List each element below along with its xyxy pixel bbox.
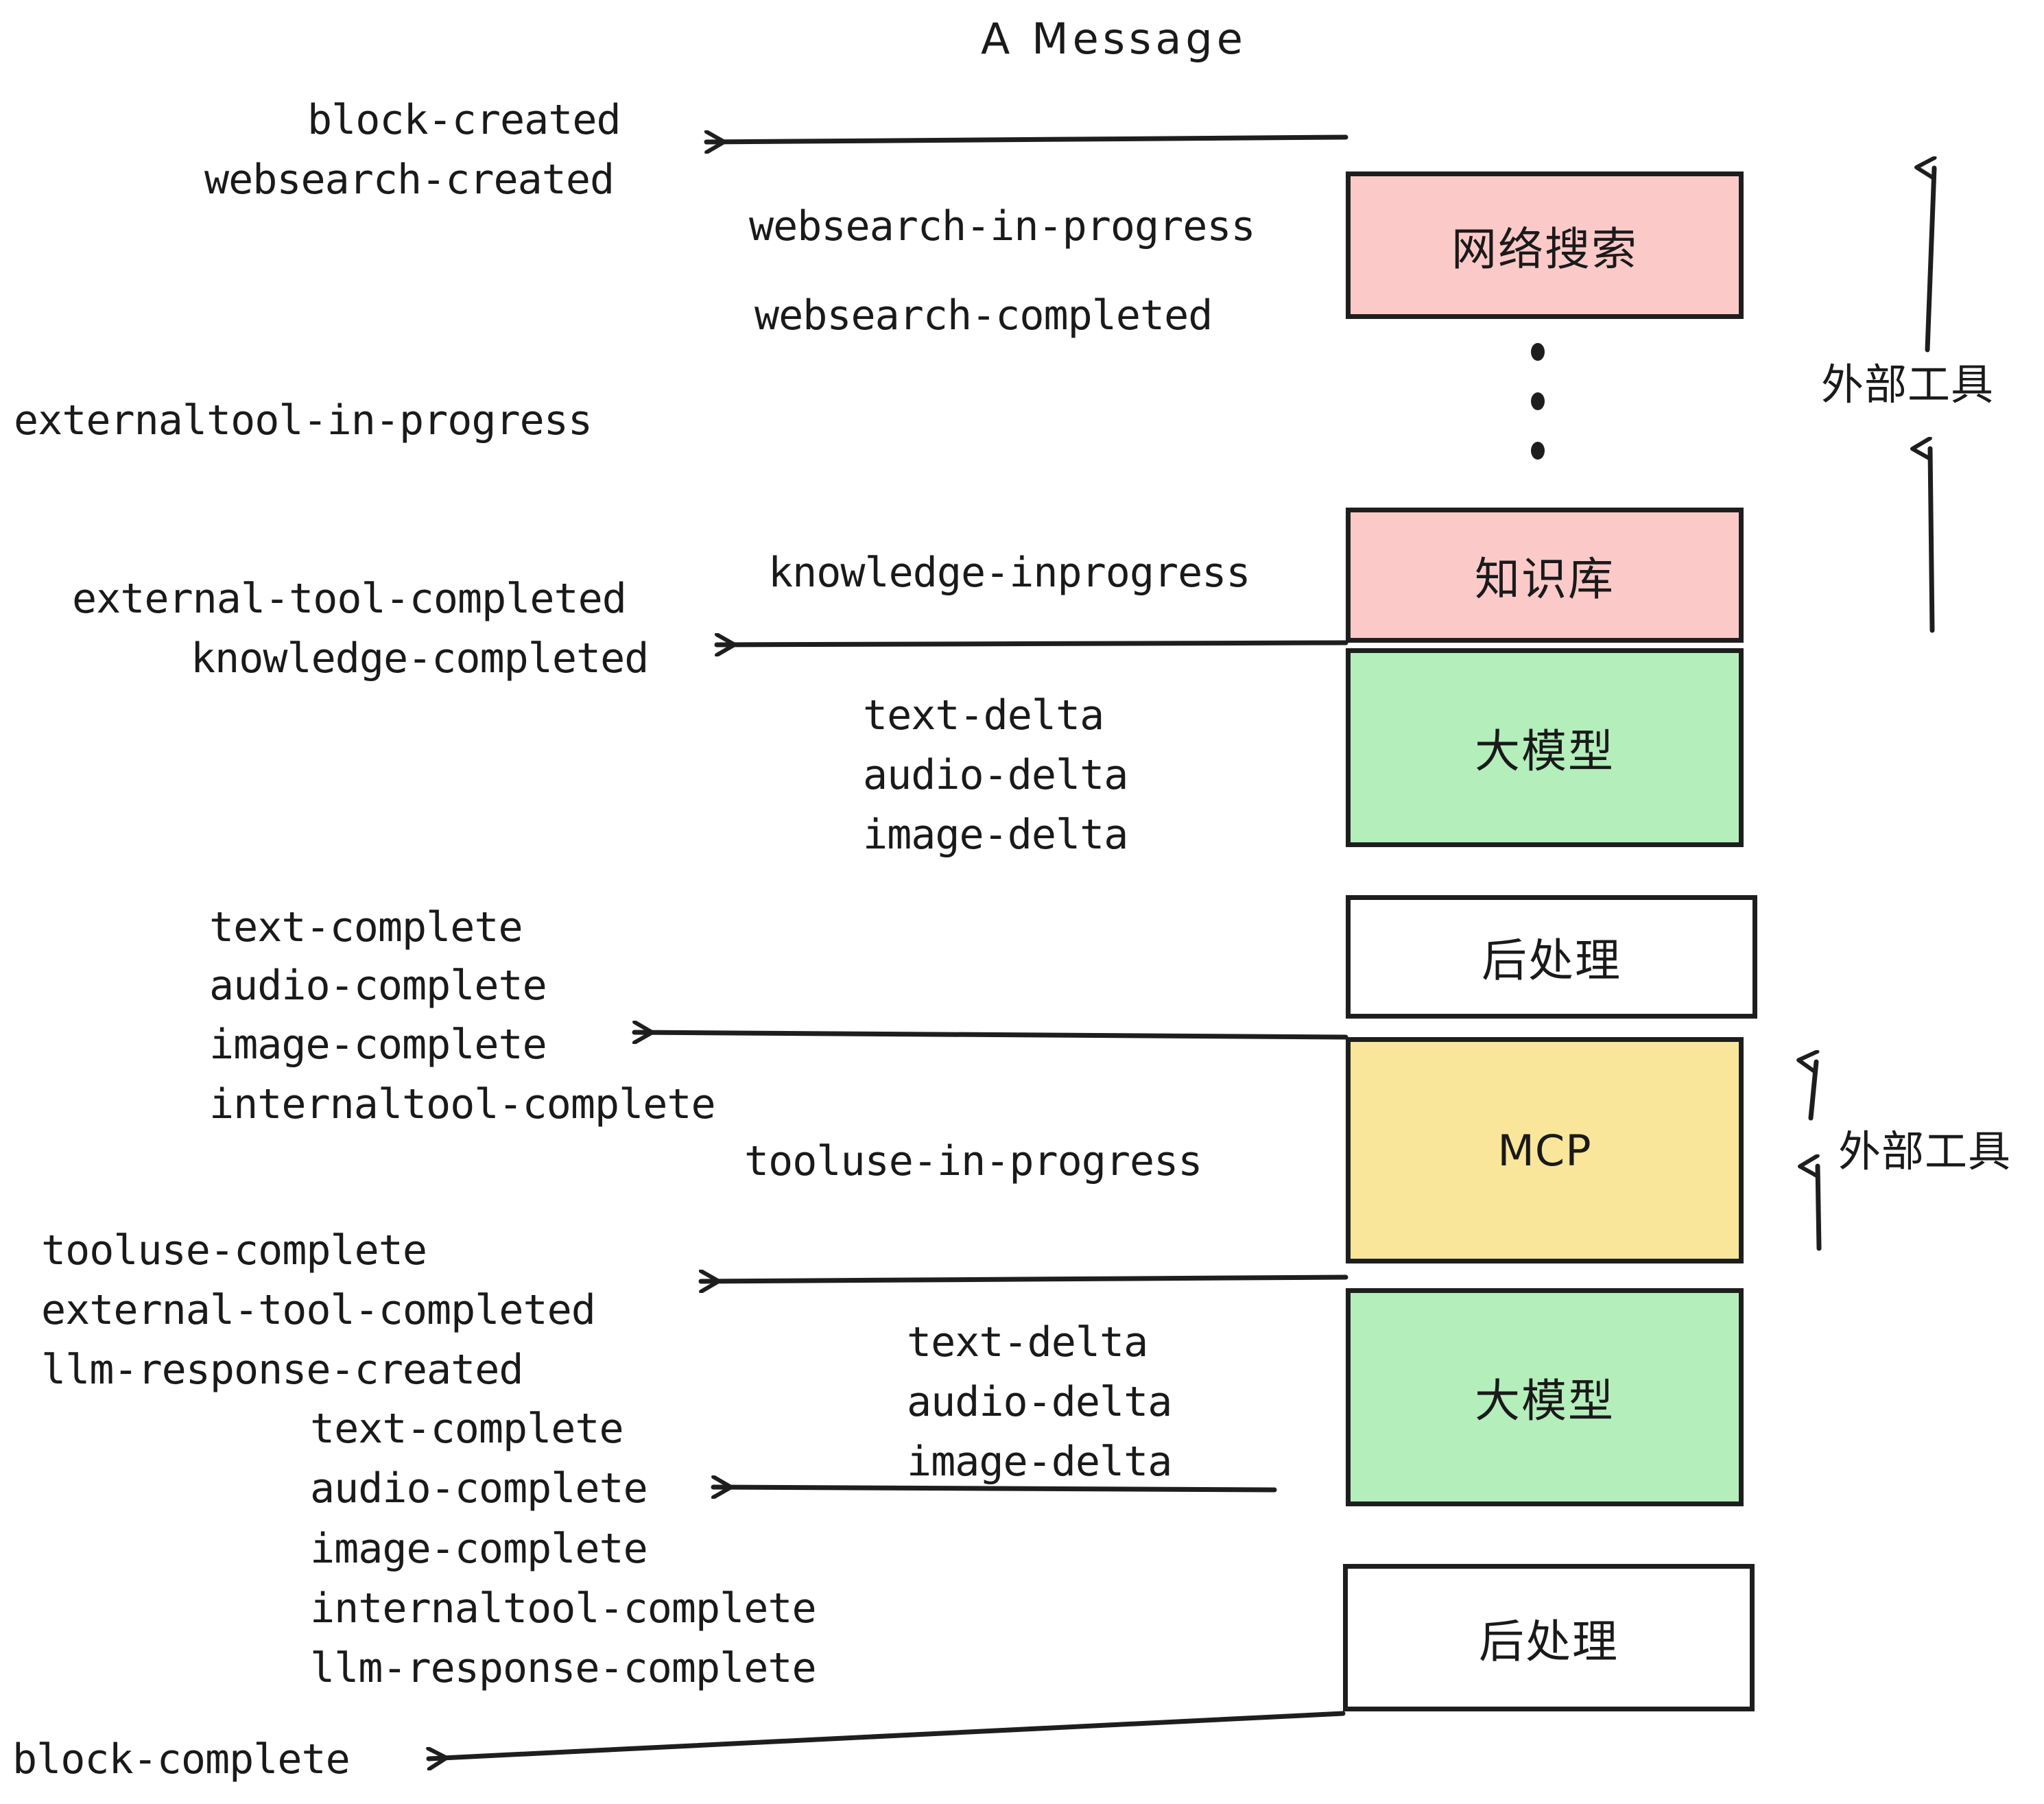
arrow-llm-to-audio-complete	[711, 1487, 1277, 1490]
event-tooluse-complete: tooluse-complete	[41, 1226, 427, 1274]
event-audio-delta-1: audio-delta	[863, 751, 1128, 799]
arrow-post-to-image-complete	[632, 1032, 1348, 1037]
box-llm-bottom-label: 大模型	[1475, 1375, 1615, 1427]
box-postprocess-bottom[interactable]: 后处理	[1343, 1564, 1755, 1711]
box-mcp[interactable]: MCP	[1346, 1037, 1744, 1263]
event-internaltool-complete-1: internaltool-complete	[209, 1080, 716, 1128]
event-text-delta-2: text-delta	[907, 1318, 1148, 1366]
arrow-post-to-block-complete	[429, 1711, 1346, 1759]
box-postprocess-top[interactable]: 后处理	[1346, 895, 1757, 1019]
event-text-complete-1: text-complete	[209, 903, 523, 951]
event-image-delta-1: image-delta	[863, 811, 1128, 859]
event-tooluse-in-progress: tooluse-in-progress	[744, 1137, 1202, 1185]
arrow-external-tools-bottom-up	[1811, 1062, 1816, 1121]
event-text-delta-1: text-delta	[863, 691, 1104, 739]
event-block-created: block-created	[307, 96, 621, 144]
arrow-external-tools-bottom-down	[1818, 1166, 1822, 1251]
side-label-external-tools-top: 外部工具	[1821, 359, 1995, 410]
event-text-complete-2: text-complete	[310, 1405, 624, 1453]
box-knowledge[interactable]: 知识库	[1346, 508, 1744, 643]
dot	[1531, 392, 1545, 410]
box-llm-top-label: 大模型	[1475, 725, 1615, 778]
event-image-complete-2: image-complete	[310, 1525, 648, 1573]
box-websearch-label: 网络搜索	[1451, 222, 1638, 276]
ellipsis-dots	[1531, 343, 1545, 491]
arrow-websearch-to-created	[704, 137, 1348, 142]
dot	[1531, 343, 1545, 361]
arrow-mcp-to-tooluse-complete	[698, 1277, 1348, 1281]
arrow-external-tools-top-down	[1930, 449, 1935, 633]
arrow-external-tools-top-up	[1927, 168, 1934, 353]
event-block-complete: block-complete	[12, 1735, 350, 1783]
box-mcp-label: MCP	[1497, 1125, 1592, 1176]
box-postprocess-bottom-label: 后处理	[1479, 1615, 1619, 1668]
event-external-tool-completed-2: external-tool-completed	[41, 1286, 596, 1334]
event-internaltool-complete-2: internaltool-complete	[310, 1585, 817, 1633]
event-external-tool-completed-1: external-tool-completed	[72, 575, 627, 623]
event-image-delta-2: image-delta	[907, 1438, 1172, 1486]
box-postprocess-top-label: 后处理	[1482, 934, 1621, 987]
arrow-knowledge-to-completed	[714, 643, 1348, 645]
event-websearch-completed: websearch-completed	[754, 292, 1213, 340]
box-llm-bottom[interactable]: 大模型	[1346, 1288, 1744, 1506]
event-audio-complete-2: audio-complete	[310, 1464, 648, 1512]
event-llm-response-complete: llm-response-complete	[310, 1644, 817, 1692]
event-knowledge-completed: knowledge-completed	[191, 634, 649, 683]
dot	[1531, 442, 1545, 460]
event-image-complete-1: image-complete	[209, 1021, 547, 1069]
box-websearch[interactable]: 网络搜索	[1346, 171, 1744, 319]
event-audio-complete-1: audio-complete	[209, 962, 547, 1010]
box-knowledge-label: 知识库	[1475, 552, 1615, 606]
event-externaltool-in-progress: externaltool-in-progress	[14, 396, 593, 444]
event-websearch-created: websearch-created	[204, 156, 615, 204]
event-audio-delta-2: audio-delta	[907, 1378, 1172, 1426]
box-llm-top[interactable]: 大模型	[1346, 648, 1744, 847]
side-label-external-tools-bottom: 外部工具	[1838, 1126, 2012, 1176]
event-websearch-in-progress: websearch-in-progress	[749, 202, 1256, 250]
event-knowledge-inprogress: knowledge-inprogress	[768, 549, 1250, 597]
page-title: A Message	[981, 14, 1247, 64]
event-llm-response-created: llm-response-created	[41, 1346, 523, 1394]
